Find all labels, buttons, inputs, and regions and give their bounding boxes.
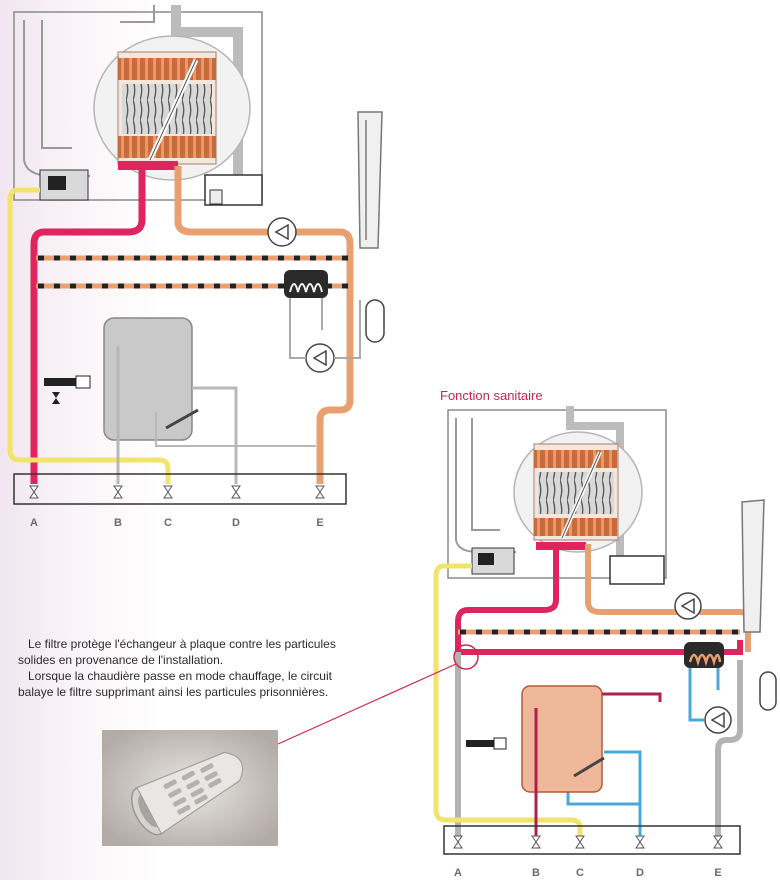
bottom-hot-flow-pipe: [455, 544, 743, 655]
top-gas-pipe: [7, 187, 171, 484]
bottom-sanitary-pump-icon: [704, 706, 732, 734]
bottom-storage-tank: [521, 685, 603, 793]
filter-description: Le filtre protège l'échangeur à plaque c…: [18, 636, 336, 700]
bottom-connection-bar: [443, 825, 741, 855]
bottom-connection-label-c: C: [576, 867, 584, 879]
top-storage-tank: [103, 317, 193, 441]
top-tap-icon: [44, 375, 91, 404]
top-return-pipe: [174, 166, 354, 484]
bottom-connection-label-d: D: [636, 867, 644, 879]
bottom-sanitary-cold-pipe: [688, 668, 720, 722]
filter-description-line-1: Le filtre protège l'échangeur à plaque c…: [18, 637, 336, 667]
top-connections: A B C D E: [29, 485, 325, 529]
bottom-connection-label-a: A: [454, 867, 462, 879]
section-caption: Fonction sanitaire: [440, 388, 543, 403]
top-casing: [13, 11, 263, 201]
top-connection-label-d: D: [232, 517, 240, 529]
top-connection-bar: [13, 473, 347, 505]
filter-highlight: [453, 644, 479, 670]
bottom-boiler-diagram: [277, 406, 777, 855]
bottom-circulator-pump-icon: [674, 592, 702, 620]
top-expansion-vessel-icon: [365, 299, 385, 343]
bottom-connection-label-e: E: [714, 867, 721, 879]
filter-photo: [102, 730, 278, 846]
top-connection-label-a: A: [30, 517, 38, 529]
top-plate-exchanger-icon: [284, 270, 328, 298]
bottom-connections: A B C D E: [453, 835, 723, 879]
top-circulator-pump-icon: [267, 217, 297, 247]
filter-callout-line: [277, 663, 457, 745]
top-sanitary-pump-icon: [305, 343, 335, 373]
top-connection-label-b: B: [114, 517, 122, 529]
top-hot-flow-pipe: [30, 168, 146, 484]
bottom-connection-label-b: B: [532, 867, 540, 879]
bottom-radiator: [741, 499, 765, 633]
top-connection-label-c: C: [164, 517, 172, 529]
filter-description-line-2: Lorsque la chaudière passe en mode chauf…: [18, 669, 332, 699]
bottom-expansion-vessel-icon: [759, 671, 777, 711]
bottom-tap-icon: [466, 737, 507, 750]
top-radiator: [357, 111, 383, 249]
top-boiler-diagram: [7, 5, 385, 505]
bottom-gas-pipe: [433, 563, 583, 836]
top-connection-label-e: E: [316, 517, 323, 529]
